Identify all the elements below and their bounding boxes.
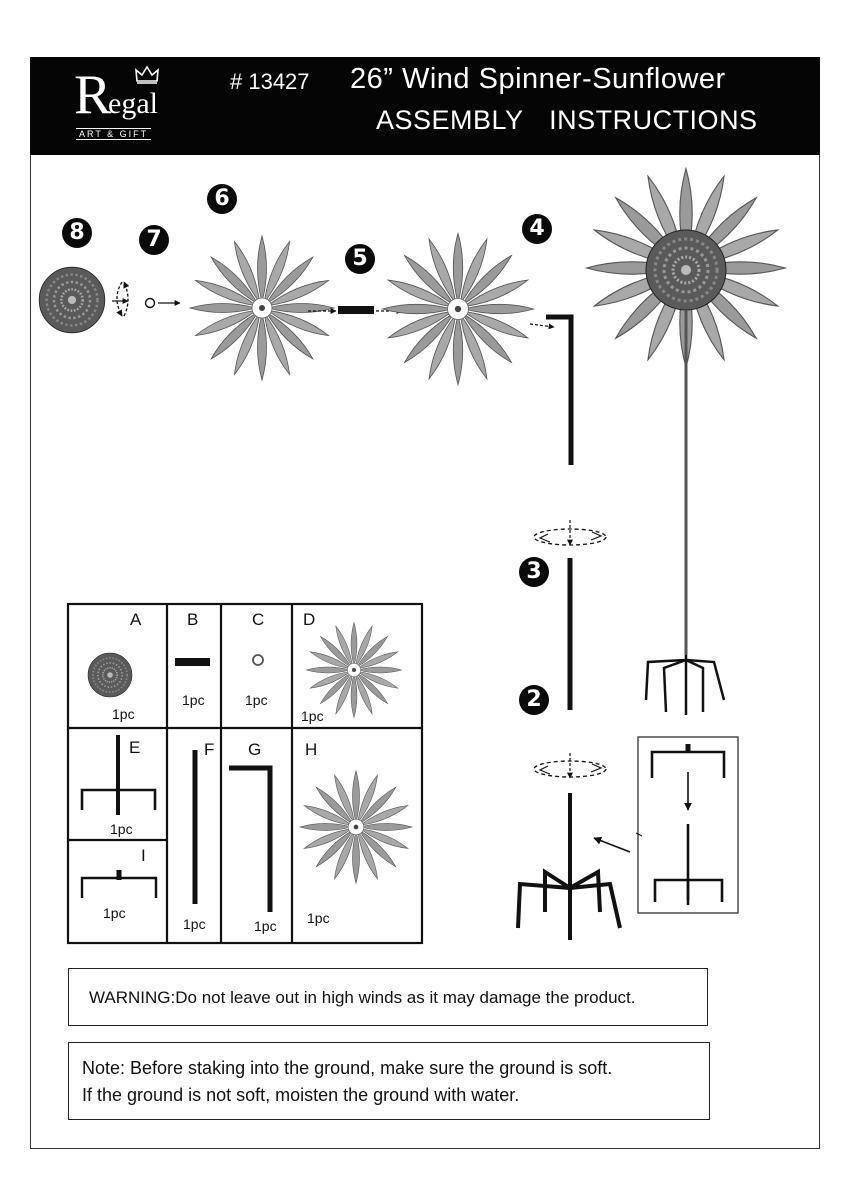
warning-box: WARNING:Do not leave out in high winds a…: [68, 968, 708, 1026]
product-title: 26” Wind Spinner-Sunflower: [350, 63, 726, 95]
parts-table: [66, 602, 424, 945]
part-qty-i: 1pc: [103, 905, 126, 921]
part-label-b: B: [187, 610, 199, 629]
sunflower-petals-icon: [381, 232, 535, 386]
part-qty-h: 1pc: [307, 910, 330, 926]
step-badge-8: 8: [62, 218, 92, 248]
part-label-g: G: [248, 740, 262, 759]
part-label-f: F: [204, 740, 215, 759]
part-h-petals-icon: [299, 770, 413, 884]
step-badge-4: 4: [522, 214, 552, 244]
assembly-subtitle: ASSEMBLY INSTRUCTIONS: [376, 105, 758, 135]
crown-icon: [135, 65, 159, 84]
note-line-1: Note: Before staking into the ground, ma…: [82, 1058, 613, 1078]
part-qty-e: 1pc: [110, 821, 133, 837]
part-qty-c: 1pc: [245, 692, 268, 708]
note-box: Note: Before staking into the ground, ma…: [68, 1042, 710, 1120]
arrow-right-icon: [529, 323, 555, 330]
stake-inset-icon: [650, 744, 726, 905]
sunflower-petals-icon: [189, 235, 335, 381]
step-badge-3: 3: [519, 557, 549, 587]
part-e-stake-icon: [80, 735, 157, 815]
washer-icon: [144, 297, 156, 309]
part-qty-g: 1pc: [254, 918, 277, 934]
regal-logo: R egal ART & GIFT: [74, 65, 184, 145]
part-label-c: C: [252, 610, 265, 629]
flower-head-disc-icon: [37, 265, 107, 335]
part-qty-d: 1pc: [301, 708, 324, 724]
stake-icon: [516, 793, 622, 940]
assembled-sunflower-icon: [585, 167, 787, 715]
part-label-e: E: [129, 738, 141, 757]
part-b-spacer-icon: [175, 658, 210, 666]
step-badge-2: 2: [519, 685, 549, 715]
note-line-2: If the ground is not soft, moisten the g…: [82, 1085, 520, 1105]
bent-top-rod-icon: [546, 314, 574, 465]
part-label-a: A: [130, 610, 142, 629]
header-bar: R egal ART & GIFT # 13427 26” Wind Spinn…: [30, 57, 820, 155]
step-badge-5: 5: [345, 244, 375, 274]
part-qty-f: 1pc: [183, 916, 206, 932]
spacer-tube-icon: [338, 306, 374, 314]
part-label-d: D: [303, 610, 316, 629]
arrow-left-icon: [593, 836, 631, 853]
item-code: # 13427: [230, 69, 310, 94]
step-badge-6: 6: [207, 184, 237, 214]
part-a-disc-icon: [87, 652, 133, 698]
logo-letter-r: R: [74, 64, 112, 126]
part-c-washer-icon: [252, 654, 264, 666]
step-badge-7: 7: [139, 225, 169, 255]
part-d-petals-icon: [306, 622, 402, 718]
part-label-i: I: [141, 846, 146, 865]
logo-tagline: ART & GIFT: [76, 128, 152, 140]
part-qty-b: 1pc: [182, 692, 205, 708]
part-label-h: H: [305, 740, 318, 759]
rotate-arrows-icon: [116, 281, 130, 317]
part-g-bent-rod-icon: [229, 765, 273, 912]
logo-word-egal: egal: [108, 87, 158, 120]
part-qty-a: 1pc: [112, 706, 135, 722]
part-i-stake-top-icon: [80, 870, 158, 898]
